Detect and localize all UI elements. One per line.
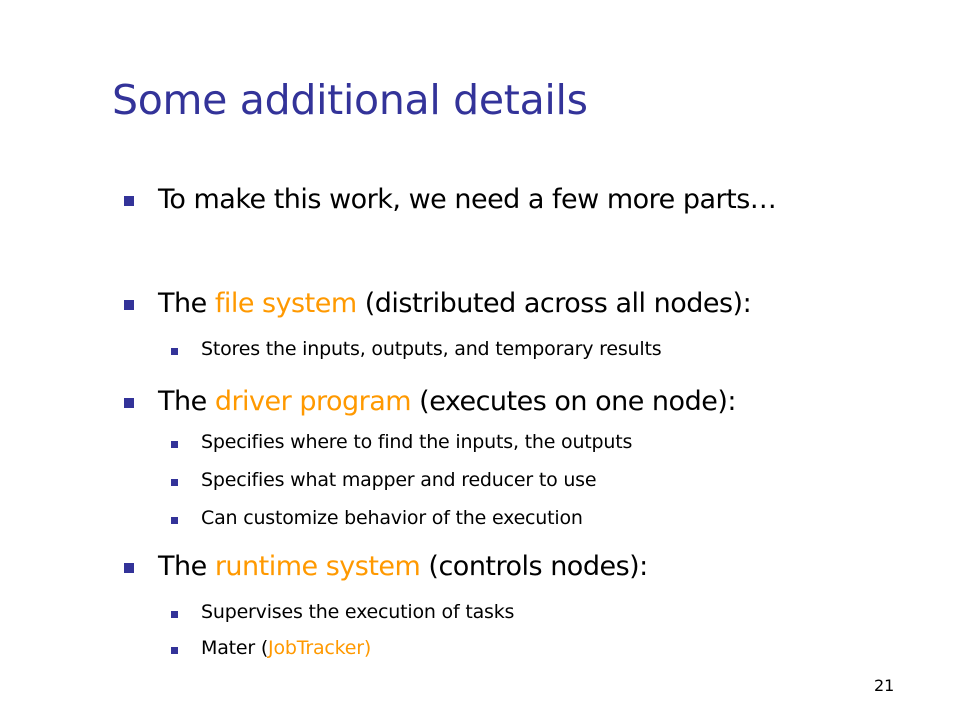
sub-bullet-customize-behavior: Can customize behavior of the execution [171,507,583,529]
square-bullet-icon [124,300,134,310]
sub-bullet-supervises: Supervises the execution of tasks [171,601,515,623]
square-bullet-icon [124,196,134,206]
bullet-make-this-work: To make this work, we need a few more pa… [124,184,777,215]
highlight-jobtracker: JobTracker) [268,637,372,659]
square-bullet-icon [171,348,178,355]
square-bullet-icon [124,398,134,408]
square-bullet-icon [171,611,178,618]
square-bullet-icon [124,563,134,573]
highlight-runtime-system: runtime system [214,551,421,582]
sub-bullet-text: Specifies what mapper and reducer to use [201,469,597,491]
sub-bullet-text-prefix: Mater ( [201,637,269,659]
sub-bullet-mater-jobtracker: Mater (JobTracker) [171,637,372,659]
bullet-file-system: The file system (distributed across all … [124,288,752,319]
square-bullet-icon [171,517,178,524]
bullet-runtime-system: The runtime system (controls nodes): [124,551,648,582]
bullet-text-prefix: The [158,551,215,582]
highlight-driver-program: driver program [214,386,412,417]
square-bullet-icon [171,479,178,486]
sub-bullet-stores-inputs: Stores the inputs, outputs, and temporar… [171,338,662,360]
bullet-text: To make this work, we need a few more pa… [158,184,777,215]
sub-bullet-text: Supervises the execution of tasks [201,601,515,623]
square-bullet-icon [171,441,178,448]
bullet-text-prefix: The [158,386,215,417]
bullet-text-prefix: The [158,288,215,319]
bullet-driver-program: The driver program (executes on one node… [124,386,736,417]
highlight-file-system: file system [214,288,357,319]
sub-bullet-text: Can customize behavior of the execution [201,507,583,529]
page-number: 21 [874,676,895,695]
slide-title: Some additional details [112,76,588,124]
bullet-text-suffix: (executes on one node): [411,386,736,417]
square-bullet-icon [171,647,178,654]
sub-bullet-mapper-reducer: Specifies what mapper and reducer to use [171,469,597,491]
sub-bullet-text: Stores the inputs, outputs, and temporar… [201,338,662,360]
bullet-text-suffix: (distributed across all nodes): [356,288,752,319]
sub-bullet-where-to-find: Specifies where to find the inputs, the … [171,431,633,453]
bullet-text-suffix: (controls nodes): [420,551,648,582]
sub-bullet-text: Specifies where to find the inputs, the … [201,431,633,453]
